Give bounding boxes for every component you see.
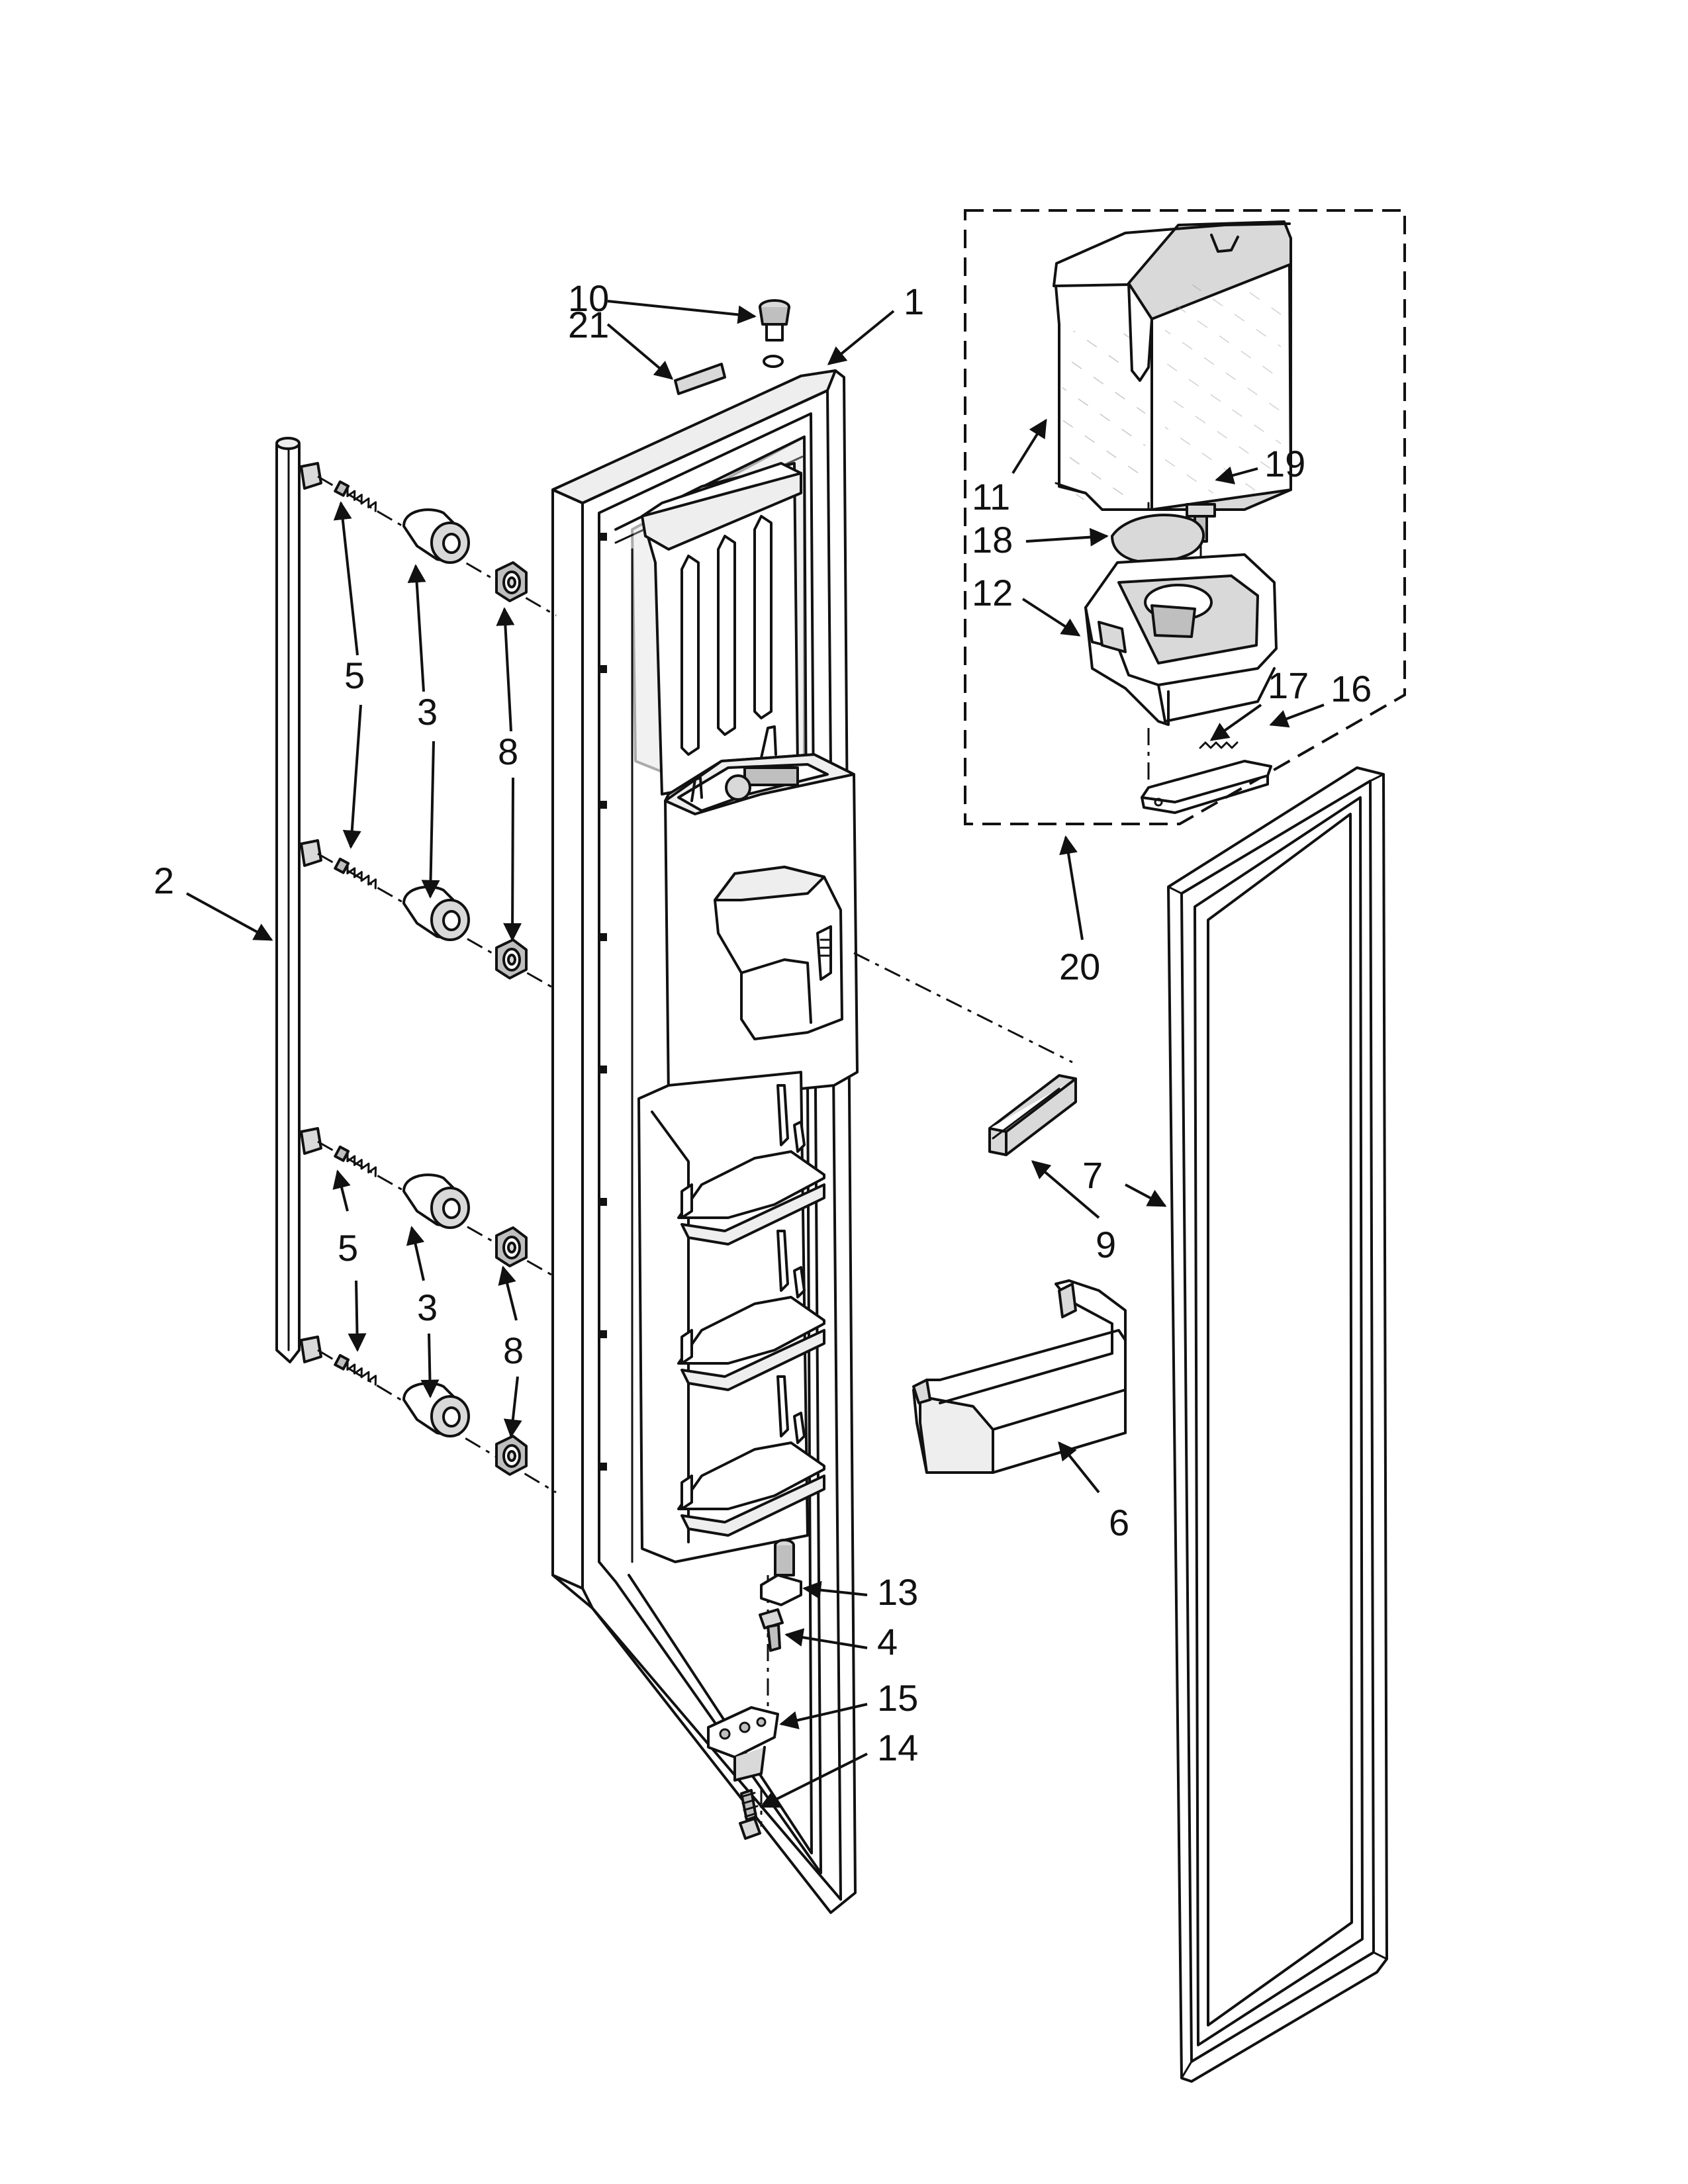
callout-11: 11 <box>972 476 1010 518</box>
handle-bosses <box>300 462 322 1363</box>
door-rivets <box>599 533 607 1471</box>
label-21 <box>674 363 726 395</box>
callout-16: 16 <box>1331 668 1372 709</box>
callout-7: 7 <box>1082 1154 1103 1196</box>
callout-14: 14 <box>877 1727 918 1768</box>
callout-5-lower: 5 <box>338 1227 358 1269</box>
spring-17 <box>1199 741 1239 749</box>
hinge-bracket-15 <box>707 1706 779 1782</box>
ice-bin-assembly-boundary <box>964 209 1406 825</box>
spacers-3 <box>402 508 470 1437</box>
callout-10: 10 <box>568 277 609 319</box>
hinge-pin-13 <box>760 1539 802 1606</box>
bracket-9 <box>988 1074 1077 1156</box>
callout-13: 13 <box>877 1571 918 1613</box>
callout-4: 4 <box>877 1621 898 1662</box>
callout-8-lower: 8 <box>503 1330 524 1371</box>
screws-5 <box>334 480 377 1386</box>
door-bin-6 <box>912 1279 1127 1474</box>
callout-3-lower: 3 <box>417 1287 438 1328</box>
callout-19: 19 <box>1264 443 1305 484</box>
callout-1: 1 <box>904 281 924 322</box>
screw-14 <box>739 1789 761 1840</box>
cover-18 <box>1111 514 1205 564</box>
callout-20: 20 <box>1059 946 1100 987</box>
handle-rod-2 <box>275 437 301 1363</box>
screw-4 <box>759 1608 784 1652</box>
callout-labels: 1 2 3 3 4 5 5 6 7 8 8 9 10 11 12 13 14 1… <box>154 277 1372 1768</box>
gasket-7 <box>1167 766 1388 2083</box>
callout-8-upper: 8 <box>498 731 518 772</box>
callout-18: 18 <box>972 519 1013 561</box>
callout-15: 15 <box>877 1677 918 1719</box>
leader-lines <box>186 300 1325 1808</box>
door-part-1 <box>551 369 859 1914</box>
callout-6: 6 <box>1109 1502 1129 1543</box>
callout-5-upper: 5 <box>344 655 365 696</box>
callout-9: 9 <box>1096 1224 1116 1265</box>
callout-17: 17 <box>1268 664 1309 706</box>
callout-12: 12 <box>972 572 1013 614</box>
nuts-8 <box>495 561 528 1476</box>
callout-2: 2 <box>154 860 174 901</box>
plug-10 <box>759 299 790 368</box>
ice-bin-part <box>1053 220 1292 511</box>
clip-16 <box>1141 760 1272 814</box>
callout-3-upper: 3 <box>417 691 438 733</box>
auger-housing-part <box>1084 553 1278 726</box>
callout-21: 21 <box>568 304 609 345</box>
